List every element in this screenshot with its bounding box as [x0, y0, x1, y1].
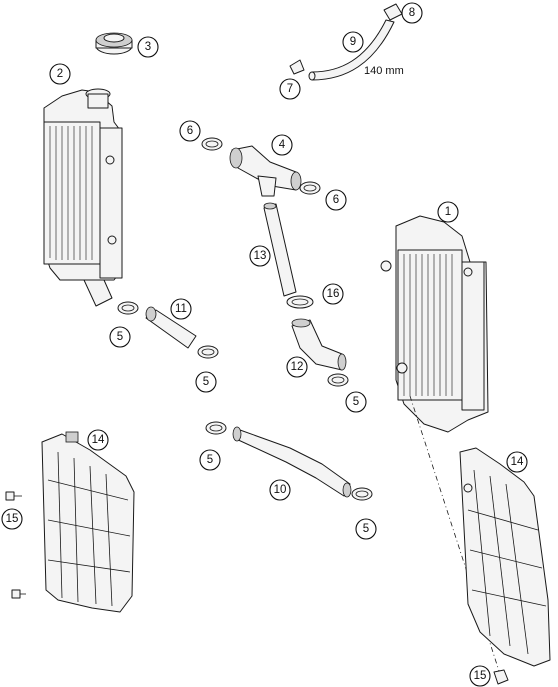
radiator-cap — [95, 32, 133, 55]
svg-text:16: 16 — [327, 288, 340, 300]
svg-text:11: 11 — [175, 303, 187, 315]
svg-text:5: 5 — [207, 454, 213, 466]
svg-text:2: 2 — [57, 68, 63, 80]
hose-clamp-left-lower — [197, 345, 219, 359]
hose-clamp-left-upper — [117, 301, 139, 315]
callout-13: 13 — [249, 245, 271, 267]
elbow-hose — [291, 318, 347, 371]
left-short-hose — [145, 306, 197, 349]
long-lower-hose — [232, 426, 352, 498]
hose-clamp-elbow — [327, 373, 349, 387]
callout-4: 4 — [271, 134, 293, 156]
callout-7: 7 — [279, 78, 301, 100]
callout-3: 3 — [137, 36, 159, 58]
svg-text:14: 14 — [92, 434, 105, 446]
callout-16: 16 — [322, 283, 344, 305]
screw-left-lower — [11, 589, 26, 599]
callout-15-left: 15 — [1, 508, 23, 530]
svg-text:3: 3 — [145, 41, 151, 53]
left-radiator — [43, 88, 123, 307]
callout-9: 9 — [342, 31, 364, 53]
svg-text:6: 6 — [187, 125, 193, 137]
hose-clamp-lower-left — [205, 421, 227, 435]
hose-length-label: 140 mm — [364, 65, 404, 77]
callout-14-left: 14 — [87, 429, 109, 451]
svg-text:6: 6 — [333, 194, 339, 206]
svg-text:4: 4 — [279, 139, 286, 151]
svg-text:14: 14 — [511, 456, 524, 468]
left-radiator-fins — [49, 126, 93, 260]
callout-2: 2 — [49, 63, 71, 85]
callout-5-lower-right: 5 — [355, 518, 377, 540]
callout-8: 8 — [401, 2, 423, 24]
svg-text:5: 5 — [117, 331, 123, 343]
hose-clamp-16 — [286, 295, 314, 309]
hose-clip — [289, 59, 305, 75]
svg-text:15: 15 — [6, 513, 19, 525]
callout-5-elbow: 5 — [345, 391, 367, 413]
svg-text:5: 5 — [363, 523, 369, 535]
svg-text:13: 13 — [254, 250, 267, 262]
hose-clamp-right — [299, 181, 321, 195]
hose-clamp-lower-right — [351, 487, 373, 501]
callout-6-upper: 6 — [179, 120, 201, 142]
right-radiator-shroud — [459, 447, 551, 667]
hose-clamp-upper — [201, 137, 223, 151]
svg-text:10: 10 — [274, 484, 287, 496]
callout-14-right: 14 — [506, 451, 528, 473]
callout-1: 1 — [437, 201, 459, 223]
svg-text:9: 9 — [350, 36, 356, 48]
callout-5-lower-left: 5 — [199, 449, 221, 471]
straight-pipe — [263, 202, 297, 297]
right-radiator-fins — [403, 254, 453, 396]
callout-5-mid-left: 5 — [195, 371, 217, 393]
bolt-lower-right — [493, 669, 509, 685]
svg-text:7: 7 — [287, 83, 293, 95]
svg-text:12: 12 — [291, 361, 304, 373]
screw-left-upper — [5, 491, 22, 501]
callout-6-right: 6 — [325, 189, 347, 211]
callout-12: 12 — [286, 356, 308, 378]
svg-text:1: 1 — [445, 206, 451, 218]
overflow-hose — [308, 19, 395, 81]
y-junction-pipe — [229, 145, 302, 197]
callout-15-right: 15 — [469, 665, 491, 687]
svg-text:5: 5 — [203, 376, 209, 388]
hose-fitting — [383, 3, 403, 21]
callout-5-left: 5 — [109, 326, 131, 348]
callout-10: 10 — [269, 479, 291, 501]
left-radiator-shroud — [41, 431, 135, 613]
callout-11: 11 — [170, 298, 192, 320]
svg-text:5: 5 — [353, 396, 359, 408]
svg-text:15: 15 — [474, 670, 487, 682]
right-radiator — [380, 215, 489, 433]
svg-text:8: 8 — [409, 7, 415, 19]
